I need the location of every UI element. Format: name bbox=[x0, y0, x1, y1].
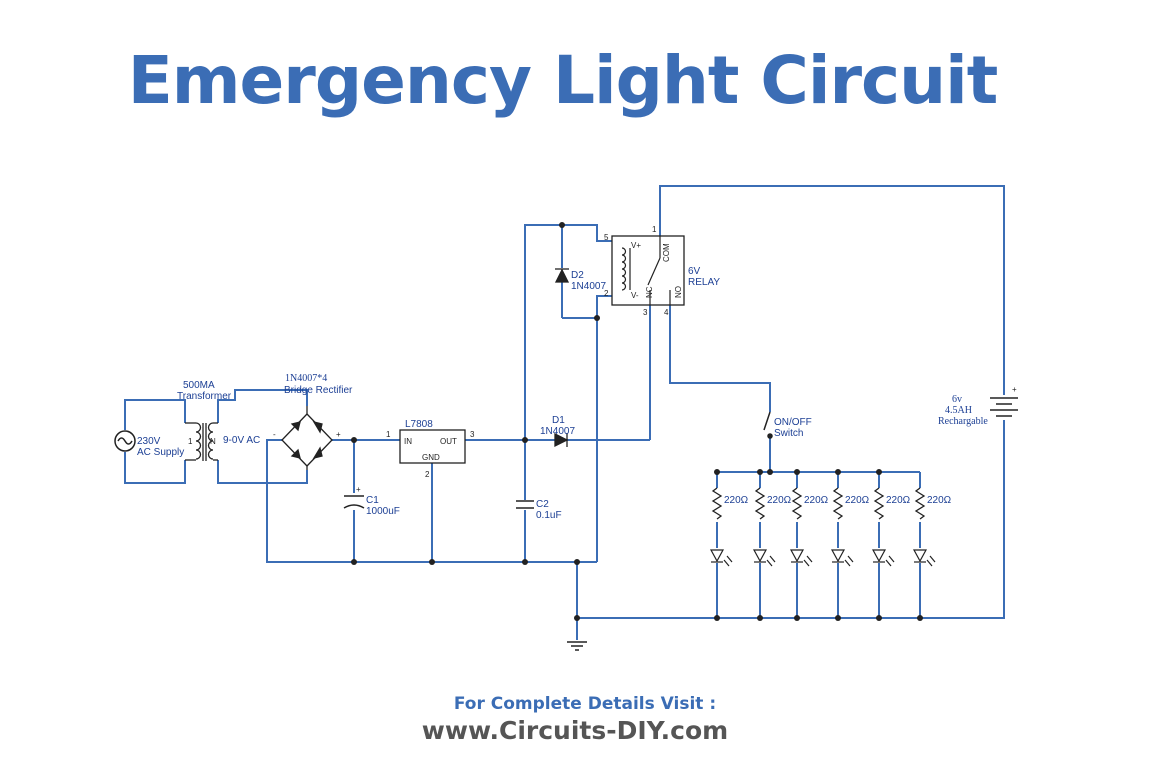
led-array bbox=[709, 549, 936, 567]
regulator-pin-out: 3 bbox=[470, 430, 475, 439]
resistor-array bbox=[711, 487, 926, 520]
wires bbox=[124, 185, 1005, 640]
transformer-output: 9-0V AC bbox=[223, 435, 260, 446]
battery-capacity: 4.5AH bbox=[945, 405, 972, 416]
switch-icon bbox=[763, 411, 773, 439]
battery-plus: + bbox=[1012, 385, 1017, 394]
led-icon bbox=[912, 549, 936, 567]
c1-polarity: + bbox=[356, 485, 361, 494]
relay-pin2: 2 bbox=[604, 289, 609, 298]
transformer-name: Transformer bbox=[177, 391, 232, 402]
relay-no: NO bbox=[674, 286, 683, 298]
relay-box bbox=[611, 235, 685, 306]
battery-icon bbox=[990, 397, 1018, 417]
rectifier-part: 1N4007*4 bbox=[285, 373, 327, 384]
capacitor-c2-icon bbox=[516, 500, 534, 509]
regulator-pin-in: 1 bbox=[386, 430, 391, 439]
battery-voltage: 6v bbox=[952, 394, 962, 405]
capacitor-c1-icon bbox=[343, 495, 365, 509]
led-columns bbox=[716, 472, 921, 618]
relay-pin1: 1 bbox=[652, 225, 657, 234]
resistor-label: 220Ω bbox=[724, 495, 749, 506]
switch-label: Switch bbox=[774, 428, 803, 439]
c1-value: 1000uF bbox=[366, 506, 400, 517]
led-icon bbox=[752, 549, 776, 567]
relay-pin3: 3 bbox=[643, 308, 648, 317]
regulator-in: IN bbox=[404, 437, 412, 446]
relay-vplus: V+ bbox=[631, 241, 641, 250]
rectifier-minus: - bbox=[273, 430, 276, 439]
relay-type: RELAY bbox=[688, 277, 720, 288]
relay-name: 6V bbox=[688, 266, 701, 277]
bridge-rectifier-icon bbox=[281, 406, 333, 470]
rectifier-plus: + bbox=[336, 430, 341, 439]
led-icon bbox=[830, 549, 854, 567]
c2-value: 0.1uF bbox=[536, 510, 562, 521]
resistor-label: 220Ω bbox=[886, 495, 911, 506]
resistor-label: 220Ω bbox=[927, 495, 952, 506]
ac-name-label: AC Supply bbox=[137, 447, 184, 458]
relay-com: COM bbox=[662, 243, 671, 262]
transformer-pinN: N bbox=[210, 437, 216, 446]
led-icon bbox=[709, 549, 733, 567]
relay-vminus: V- bbox=[631, 291, 639, 300]
page-title: Emergency Light Circuit bbox=[127, 42, 999, 119]
switch-name: ON/OFF bbox=[774, 417, 812, 428]
regulator-out: OUT bbox=[440, 437, 457, 446]
junction-dots bbox=[351, 222, 923, 621]
regulator-gnd: GND bbox=[422, 453, 440, 462]
footer-visit-label: For Complete Details Visit : bbox=[453, 694, 717, 714]
ac-source-icon bbox=[114, 430, 136, 452]
d2-part: 1N4007 bbox=[571, 281, 606, 292]
ac-voltage-label: 230V bbox=[137, 436, 161, 447]
relay-pin4: 4 bbox=[664, 308, 669, 317]
diode-d2-icon bbox=[554, 268, 570, 283]
c1-ref: C1 bbox=[366, 495, 379, 506]
relay-pin5: 5 bbox=[604, 233, 609, 242]
transformer-pin1: 1 bbox=[188, 437, 193, 446]
resistor-label: 220Ω bbox=[845, 495, 870, 506]
resistor-label: 220Ω bbox=[804, 495, 829, 506]
footer-website-link[interactable]: www.Circuits-DIY.com bbox=[421, 716, 729, 745]
d1-part: 1N4007 bbox=[540, 426, 575, 437]
d1-ref: D1 bbox=[552, 415, 565, 426]
led-icon bbox=[871, 549, 895, 567]
d2-ref: D2 bbox=[571, 270, 584, 281]
ground-icon bbox=[567, 641, 587, 651]
regulator-part: L7808 bbox=[405, 419, 433, 430]
transformer-icon bbox=[185, 422, 218, 461]
transformer-rating: 500MA bbox=[183, 380, 215, 391]
c2-ref: C2 bbox=[536, 499, 549, 510]
rectifier-name: Bridge Rectifier bbox=[284, 385, 353, 396]
resistor-label: 220Ω bbox=[767, 495, 792, 506]
battery-name: Rechargable bbox=[938, 416, 988, 427]
relay-nc: NC bbox=[645, 286, 654, 298]
relay-coil-icon bbox=[621, 236, 671, 305]
regulator-box bbox=[399, 429, 466, 464]
regulator-pin-gnd: 2 bbox=[425, 470, 430, 479]
led-icon bbox=[789, 549, 813, 567]
diode-d1-icon bbox=[554, 432, 569, 448]
